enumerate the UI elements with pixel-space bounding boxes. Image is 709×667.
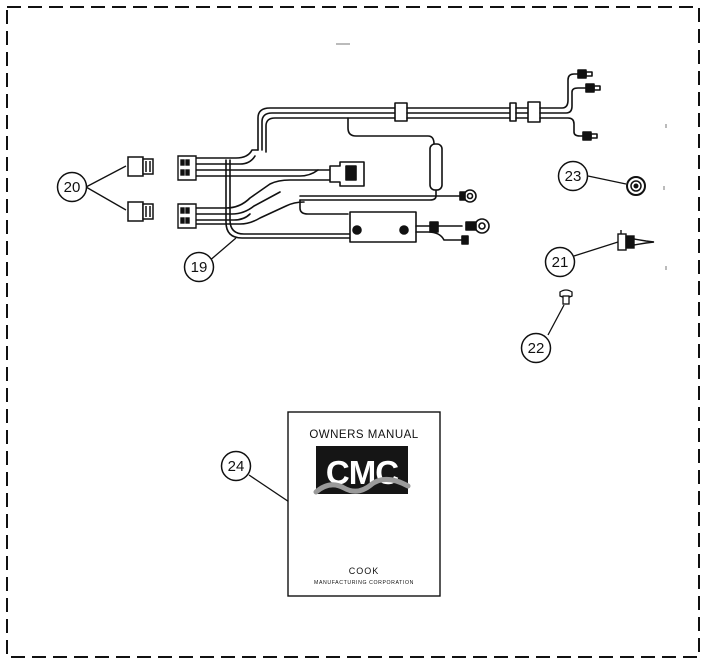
dashed-border xyxy=(6,6,700,658)
manual-title: OWNERS MANUAL xyxy=(309,429,418,441)
callout-20: 20 xyxy=(56,171,88,203)
relay-lower xyxy=(127,201,154,222)
screw xyxy=(559,289,573,305)
callout-22-label: 22 xyxy=(528,340,545,357)
callout-19: 19 xyxy=(183,251,215,283)
scan-marks xyxy=(336,43,667,270)
callout-21: 21 xyxy=(544,246,576,278)
callout-20-label: 20 xyxy=(64,179,81,196)
callout-23: 23 xyxy=(557,160,589,192)
owners-manual: OWNERS MANUAL CMC COOK MANUFACTURING COR… xyxy=(287,411,441,597)
grommet xyxy=(626,176,646,196)
harness-plug-upper xyxy=(177,155,197,181)
harness-plug-lower xyxy=(177,203,197,229)
callout-24: 24 xyxy=(220,450,252,482)
callout-21-label: 21 xyxy=(552,254,569,271)
toggle-switch xyxy=(617,230,655,251)
callout-24-label: 24 xyxy=(228,458,245,475)
relay-upper xyxy=(127,156,154,177)
manual-company: COOK xyxy=(349,566,380,576)
callout-22: 22 xyxy=(520,332,552,364)
callout-23-label: 23 xyxy=(565,168,582,185)
manual-logo-wave xyxy=(313,477,411,495)
manual-company-full: MANUFACTURING CORPORATION xyxy=(314,580,414,586)
callout-19-label: 19 xyxy=(191,259,208,276)
wiring-harness xyxy=(195,69,601,245)
